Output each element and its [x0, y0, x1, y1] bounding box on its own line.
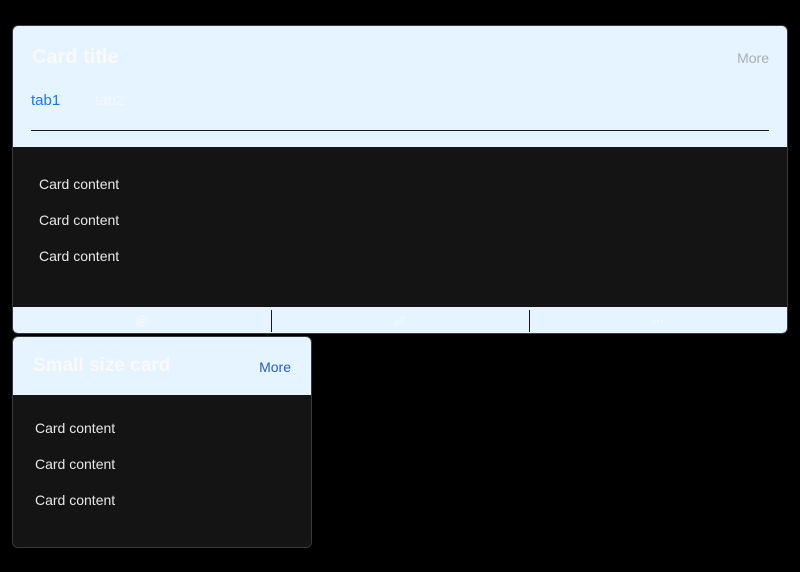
card: Card title More tab1 tab2 Card content C… [12, 25, 788, 334]
more-link[interactable]: More [737, 50, 769, 66]
card-actions [13, 307, 787, 333]
tab-bar: tab1 tab2 [31, 90, 769, 131]
small-card-header: Small size card More [13, 337, 311, 395]
tab-tab2[interactable]: tab2 [95, 92, 125, 109]
card-content-line: Card content [39, 248, 120, 264]
ellipsis-icon [652, 319, 664, 322]
small-more-link[interactable]: More [259, 359, 291, 375]
small-card-title: Small size card [33, 355, 171, 376]
edit-icon [395, 315, 406, 326]
card-content-line: Card content [35, 492, 116, 508]
card-content-line: Card content [35, 456, 116, 472]
card-content-line: Card content [39, 212, 120, 228]
card-content-line: Card content [35, 420, 116, 436]
tab-tab1[interactable]: tab1 [31, 92, 61, 109]
ellipsis-action[interactable] [529, 307, 787, 333]
small-card-body: Card content Card content Card content [13, 395, 311, 547]
card-header: Card title More tab1 tab2 [13, 26, 787, 147]
card-body: Card content Card content Card content [13, 147, 787, 307]
small-card: Small size card More Card content Card c… [12, 336, 312, 548]
edit-action[interactable] [271, 307, 529, 333]
setting-action[interactable] [13, 307, 271, 333]
card-title: Card title [32, 46, 119, 68]
card-content-line: Card content [39, 176, 120, 192]
setting-icon [136, 314, 148, 327]
